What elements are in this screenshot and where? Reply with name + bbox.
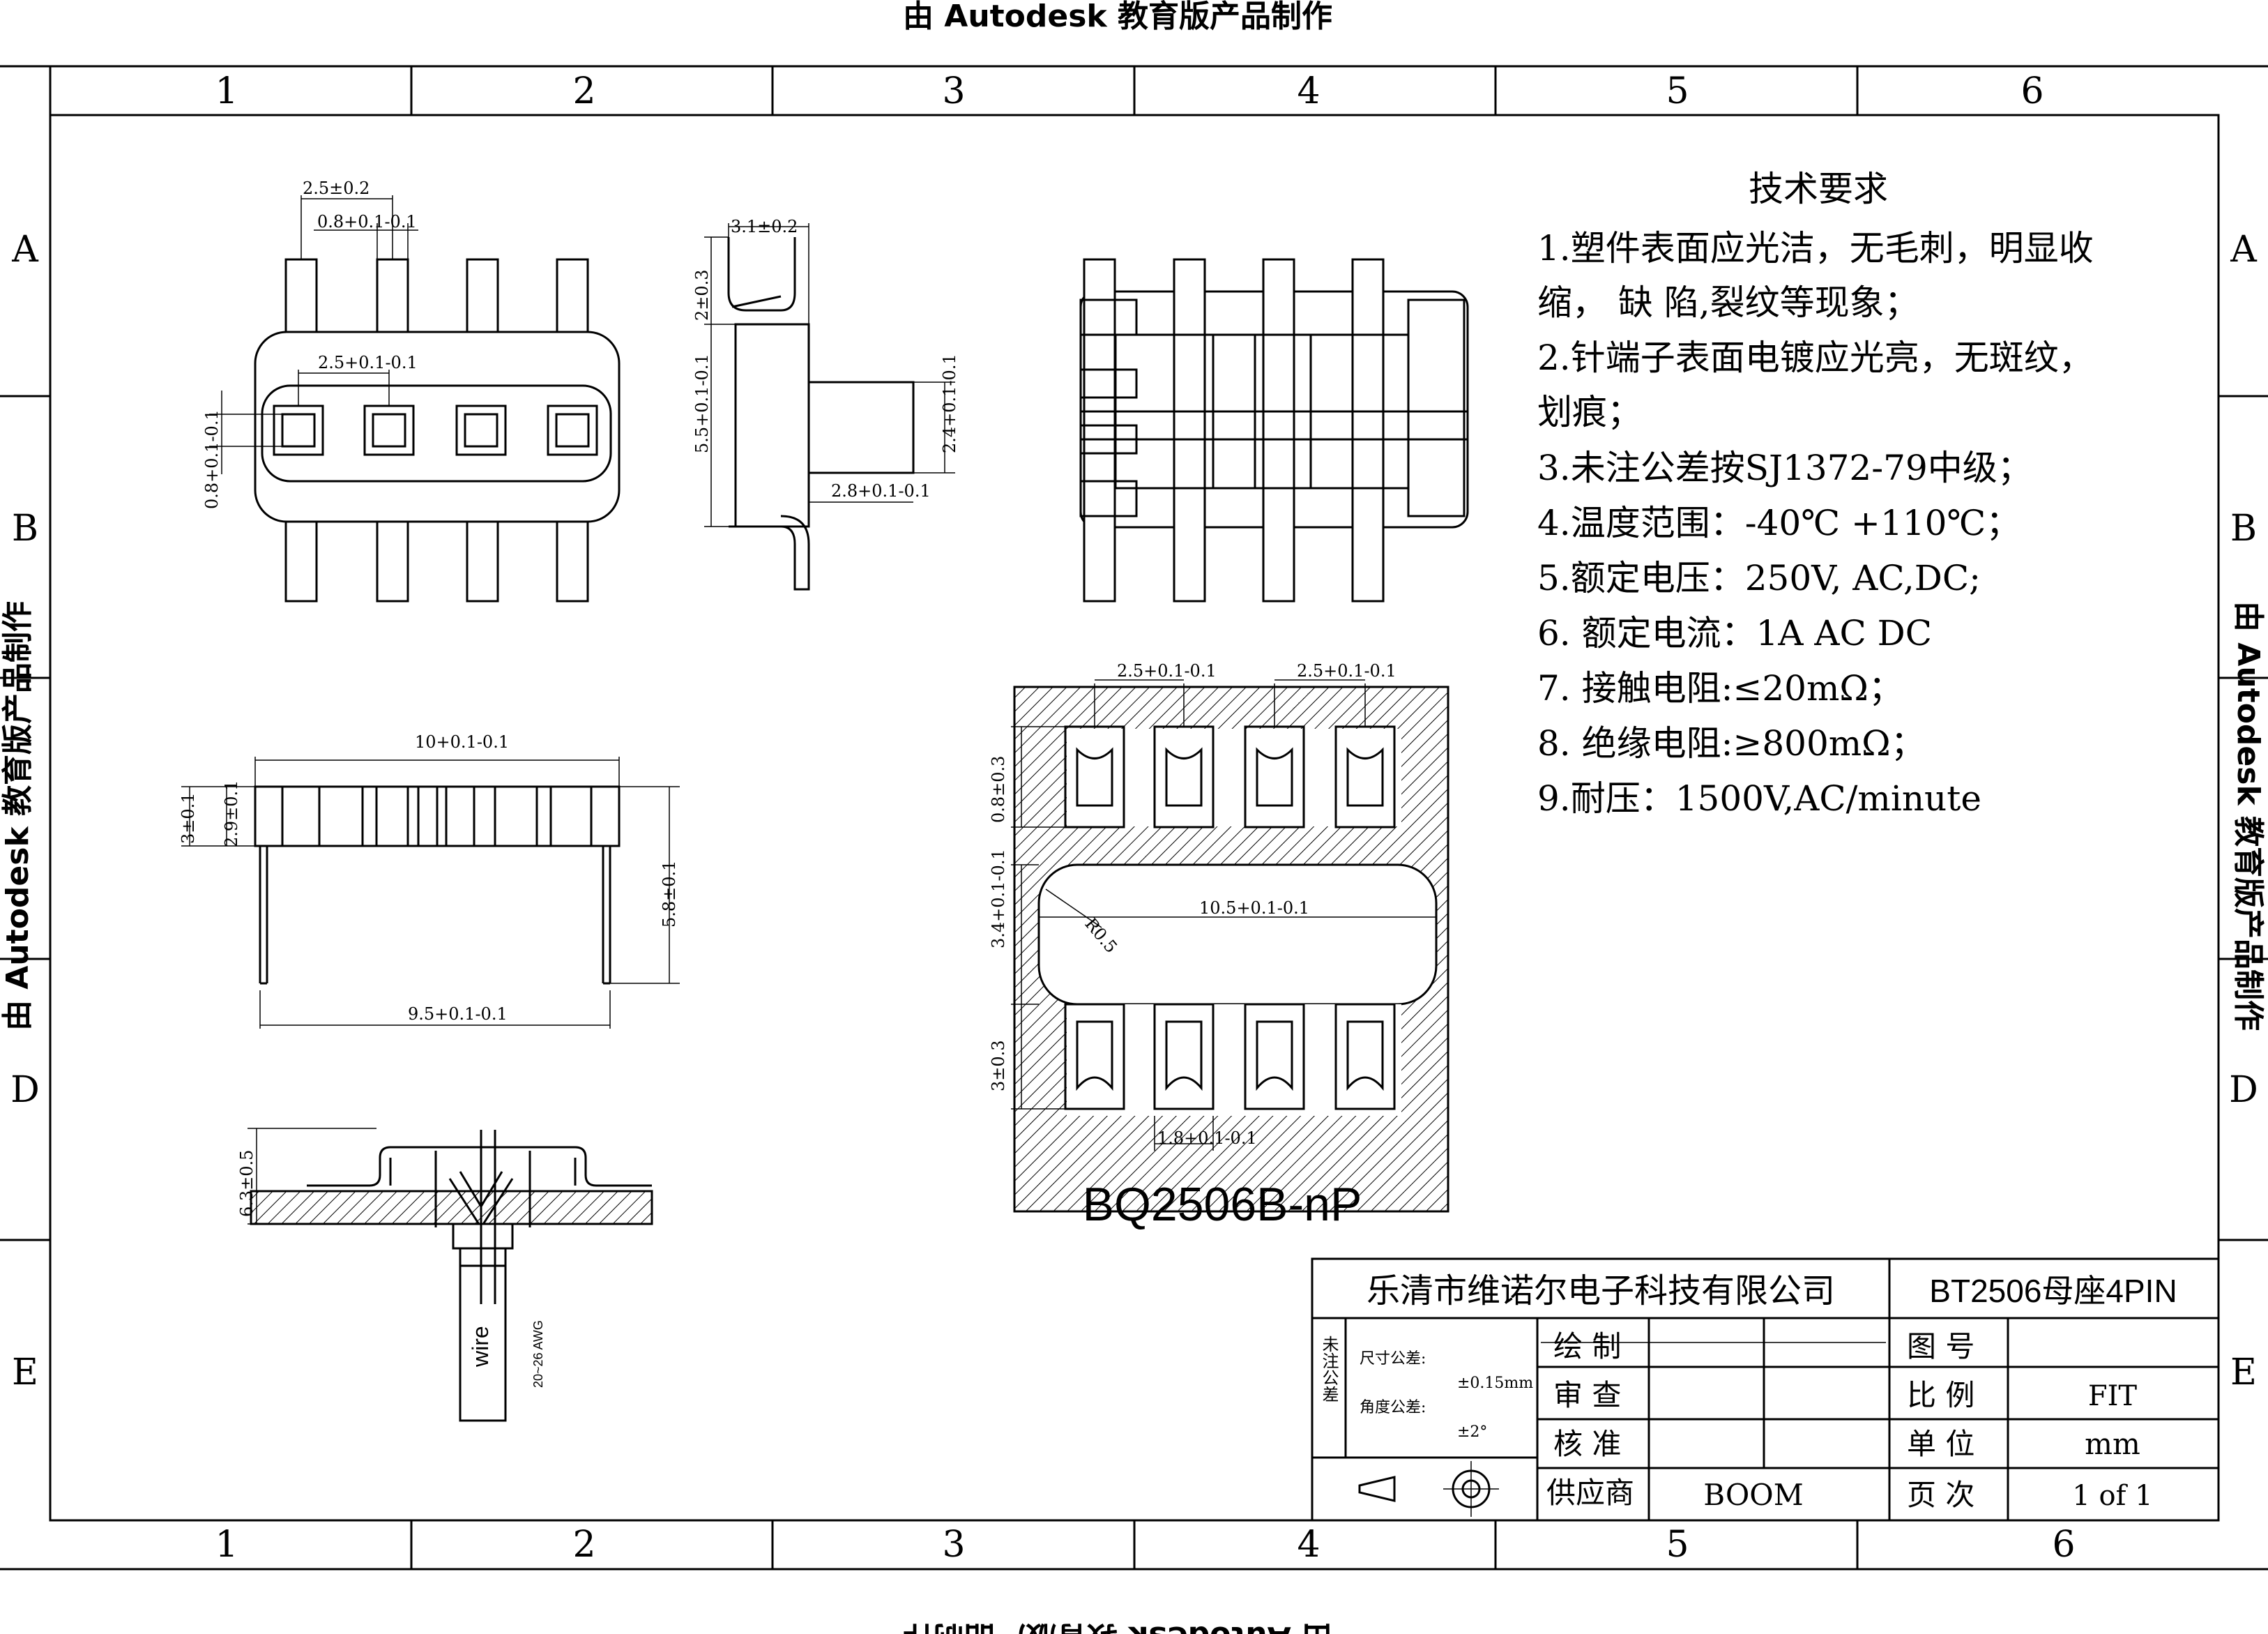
angle-tolerance-value: ±2° (1457, 1423, 1487, 1441)
page-value: 1 of 1 (2072, 1480, 2152, 1512)
dim-label: 2.9±0.1 (222, 780, 241, 847)
dim-label: 0.8±0.3 (989, 756, 1008, 823)
tech-line: 4.温度范围：-40℃ +110℃； (1537, 503, 2020, 543)
column-labels-top: 1 2 3 4 5 6 (215, 70, 2044, 112)
watermark-bottom: 由 Autodesk 教育版产品制作 (903, 1619, 1332, 1634)
part-number: BQ2506B-nP (1083, 1178, 1362, 1231)
side-view: 3.1±0.2 2±0.3 5.5+0.1-0.1 2.4+0.1-0.1 2.… (692, 217, 959, 591)
pcb-layout-view: 2.5+0.1-0.1 2.5+0.1-0.1 0.8±0.3 3.4+0.1-… (989, 661, 1449, 1213)
row-label: E (2230, 1352, 2257, 1393)
socket-pads (273, 404, 598, 456)
col-label: 1 (215, 1524, 238, 1566)
dim-label: 2.5+0.1-0.1 (1117, 661, 1217, 681)
watermark-top: 由 Autodesk 教育版产品制作 (903, 0, 1332, 34)
supplier-label: 供应商 (1546, 1476, 1634, 1510)
row-label: B (12, 508, 38, 550)
col-label: 1 (215, 70, 238, 112)
title-block: 乐清市维诺尔电子科技有限公司 BT2506母座4PIN 未注公差 尺寸公差: ±… (1311, 1257, 2220, 1522)
col-label: 6 (2052, 1524, 2075, 1566)
dim-label: 9.5+0.1-0.1 (408, 1004, 508, 1024)
tech-line: 1.塑件表面应光洁，无毛刺，明显收 (1537, 228, 2094, 268)
watermark-left: 由 Autodesk 教育版产品制作 (0, 601, 36, 1031)
col-label: 3 (942, 70, 965, 112)
col-label: 2 (572, 70, 595, 112)
watermark-right: 由 Autodesk 教育版产品制作 (2230, 601, 2266, 1031)
rear-view (1079, 258, 1469, 603)
wire-gauge-label: 20~26 AWG (531, 1320, 545, 1388)
size-tolerance-label: 尺寸公差: (1360, 1350, 1426, 1368)
size-tolerance-value: ±0.15mm (1457, 1375, 1533, 1392)
row-label: B (2230, 508, 2257, 550)
tech-line: 5.额定电压：250V, AC,DC; (1537, 558, 1981, 598)
top-view: 2.5±0.2 0.8+0.1-0.1 2.5+0.1-0.1 0.8+0.1-… (202, 179, 621, 603)
unspecified-tolerance-label: 未注公差 (1319, 1336, 1339, 1402)
checked-label: 审 查 (1553, 1378, 1621, 1412)
supplier-value: BOOM (1703, 1478, 1804, 1512)
tech-line: 9.耐压：1500V,AC/minute (1537, 778, 1981, 819)
dim-label: 3.4+0.1-0.1 (989, 849, 1008, 948)
dim-label: 5.8±0.1 (660, 861, 679, 928)
dim-label: 2.5±0.2 (303, 179, 370, 198)
col-label: 4 (1297, 1524, 1320, 1566)
dim-label: 2.8+0.1-0.1 (831, 481, 931, 501)
tech-line: 2.针端子表面电镀应光亮，无斑纹， (1537, 338, 2094, 378)
unit-label: 单 位 (1907, 1427, 1974, 1461)
scale-value: FIT (2088, 1380, 2138, 1412)
tech-line: 8. 绝缘电阻:≥800mΩ； (1537, 723, 1926, 764)
front-view: 10+0.1-0.1 3±0.1 2.9±0.1 5.8±0.1 9.5+0.1… (178, 732, 680, 1029)
dim-label: 2.5+0.1-0.1 (1297, 661, 1396, 681)
unit-value: mm (2085, 1427, 2140, 1461)
angle-tolerance-label: 角度公差: (1360, 1399, 1426, 1416)
dim-label: 0.8+0.1-0.1 (202, 409, 222, 509)
col-label: 5 (1666, 1524, 1689, 1566)
row-labels: A B D E A B D E (10, 229, 2258, 1393)
col-label: 4 (1297, 70, 1320, 112)
row-label: A (2230, 229, 2258, 271)
row-label: D (2229, 1069, 2258, 1111)
dim-label: 10.5+0.1-0.1 (1199, 898, 1309, 918)
drawn-label: 绘 制 (1553, 1329, 1621, 1363)
tech-line: 缩， 缺 陷,裂纹等现象； (1537, 282, 1919, 323)
page-label: 页 次 (1907, 1478, 1974, 1512)
column-labels-bottom: 1 2 3 4 5 6 (215, 1524, 2075, 1566)
row-label: D (10, 1069, 40, 1111)
tech-requirements-title: 技术要求 (1749, 169, 1888, 209)
col-label: 6 (2020, 70, 2044, 112)
dim-label: 3±0.1 (178, 792, 198, 844)
dim-label: 2±0.3 (692, 269, 712, 321)
dim-label: 5.5+0.1-0.1 (692, 354, 712, 453)
col-label: 2 (572, 1524, 595, 1566)
tech-line: 3.未注公差按SJ1372-79中级； (1537, 448, 2032, 488)
dim-label: 3.1±0.2 (731, 217, 798, 236)
dim-label: 2.5+0.1-0.1 (318, 353, 418, 372)
dim-label: 2.4+0.1-0.1 (940, 354, 959, 453)
product-name: BT2506母座4PIN (1929, 1273, 2177, 1309)
dim-label: 6.3±0.5 (237, 1150, 257, 1217)
tech-requirements: 技术要求 1.塑件表面应光洁，无毛刺，明显收 缩， 缺 陷,裂纹等现象； 2.针… (1537, 169, 2094, 819)
dim-label: 1.8+0.1-0.1 (1157, 1128, 1257, 1148)
row-label: A (11, 229, 39, 271)
wire-label: wire (468, 1326, 493, 1368)
dim-label: 3±0.3 (989, 1040, 1008, 1091)
projection-symbol (1358, 1461, 1499, 1517)
dim-label: 0.8+0.1-0.1 (317, 212, 417, 232)
row-label: E (12, 1352, 38, 1393)
drawing-no-label: 图 号 (1907, 1329, 1974, 1363)
tech-line: 6. 额定电流：1A AC DC (1537, 613, 1932, 653)
drawing-frame (0, 65, 2268, 1571)
tech-line: 7. 接触电阻:≤20mΩ； (1537, 668, 1903, 709)
col-label: 5 (1666, 70, 1689, 112)
tech-line: 划痕； (1537, 392, 1642, 432)
dim-label: 10+0.1-0.1 (415, 732, 509, 752)
company-name: 乐清市维诺尔电子科技有限公司 (1367, 1271, 1835, 1310)
col-label: 3 (942, 1524, 965, 1566)
scale-label: 比 例 (1907, 1378, 1974, 1412)
section-view: 6.3±0.5 wire 20~26 AWG (237, 1128, 653, 1422)
approved-label: 核 准 (1553, 1427, 1621, 1461)
